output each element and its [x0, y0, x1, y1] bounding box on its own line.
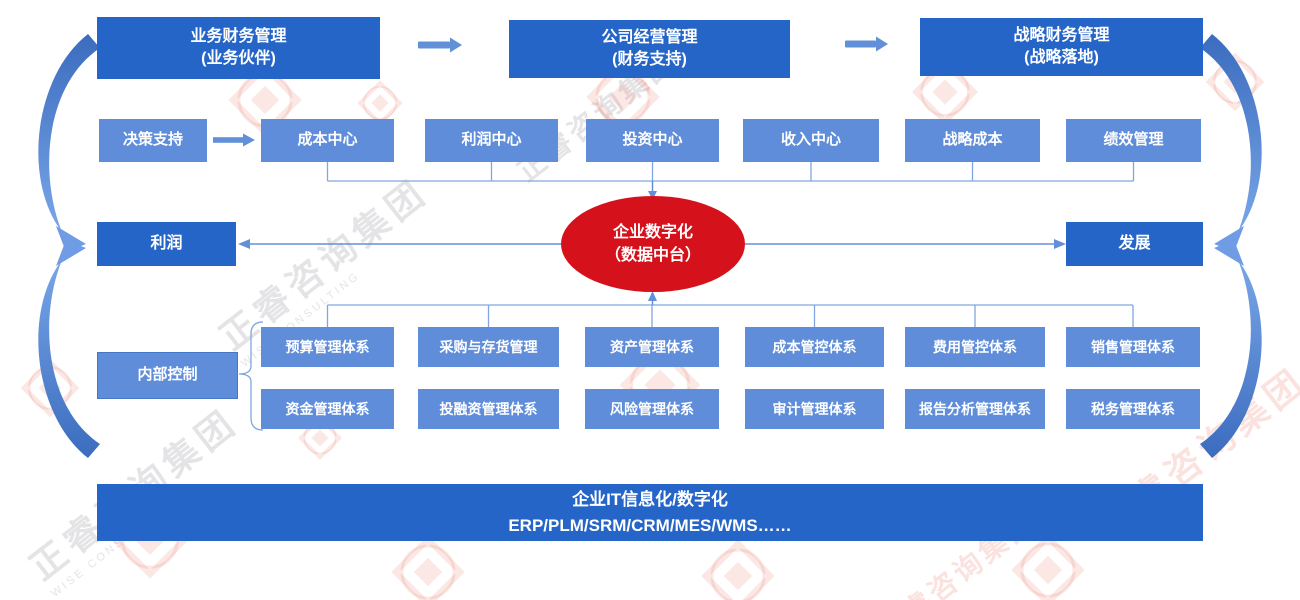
center-box-strategic-cost: 战略成本 — [905, 119, 1040, 162]
system-box-cost-control: 成本管控体系 — [745, 327, 884, 367]
system-box-audit: 审计管理体系 — [745, 389, 884, 429]
profit-box: 利润 — [97, 222, 236, 266]
centers-connector — [326, 162, 1135, 200]
flow-arrow-1 — [418, 37, 462, 53]
systems-connector — [326, 291, 1134, 327]
hub-to-profit-arrow — [238, 239, 561, 249]
flow-arrow-2 — [845, 36, 888, 52]
system-box-treasury: 资金管理体系 — [261, 389, 394, 429]
system-box-asset: 资产管理体系 — [585, 327, 719, 367]
center-box-cost: 成本中心 — [261, 119, 394, 162]
system-box-investment-financing: 投融资管理体系 — [418, 389, 559, 429]
top-flow-box-business-finance: 业务财务管理 (业务伙伴) — [97, 17, 380, 79]
system-box-budget: 预算管理体系 — [261, 327, 394, 367]
curved-arrow-right-top — [1200, 34, 1262, 252]
system-box-report-analysis: 报告分析管理体系 — [905, 389, 1045, 429]
digital-hub-ellipse: 企业数字化 （数据中台） — [561, 196, 745, 292]
curved-arrow-left-bottom — [38, 240, 100, 458]
decision-support-arrow — [213, 133, 255, 147]
internal-control-box: 内部控制 — [97, 352, 238, 399]
it-platform-bar: 企业IT信息化/数字化 ERP/PLM/SRM/CRM/MES/WMS…… — [97, 484, 1203, 541]
hub-to-development-arrow — [745, 239, 1066, 249]
system-box-procurement-inventory: 采购与存货管理 — [418, 327, 559, 367]
center-box-performance: 绩效管理 — [1066, 119, 1201, 162]
top-flow-box-company-operations: 公司经营管理 (财务支持) — [509, 20, 790, 78]
center-box-investment: 投资中心 — [586, 119, 719, 162]
system-box-sales: 销售管理体系 — [1066, 327, 1200, 367]
curved-arrow-right-bottom — [1200, 240, 1262, 458]
system-box-tax: 税务管理体系 — [1066, 389, 1200, 429]
internal-control-brace — [238, 321, 264, 431]
top-flow-box-strategic-finance: 战略财务管理 (战略落地) — [920, 18, 1203, 76]
curved-arrow-left-top — [38, 34, 100, 252]
development-box: 发展 — [1066, 222, 1203, 266]
system-box-risk: 风险管理体系 — [585, 389, 719, 429]
center-box-profit: 利润中心 — [425, 119, 558, 162]
system-box-expense-control: 费用管控体系 — [905, 327, 1045, 367]
decision-support-box: 决策支持 — [99, 119, 207, 162]
center-box-revenue: 收入中心 — [743, 119, 879, 162]
